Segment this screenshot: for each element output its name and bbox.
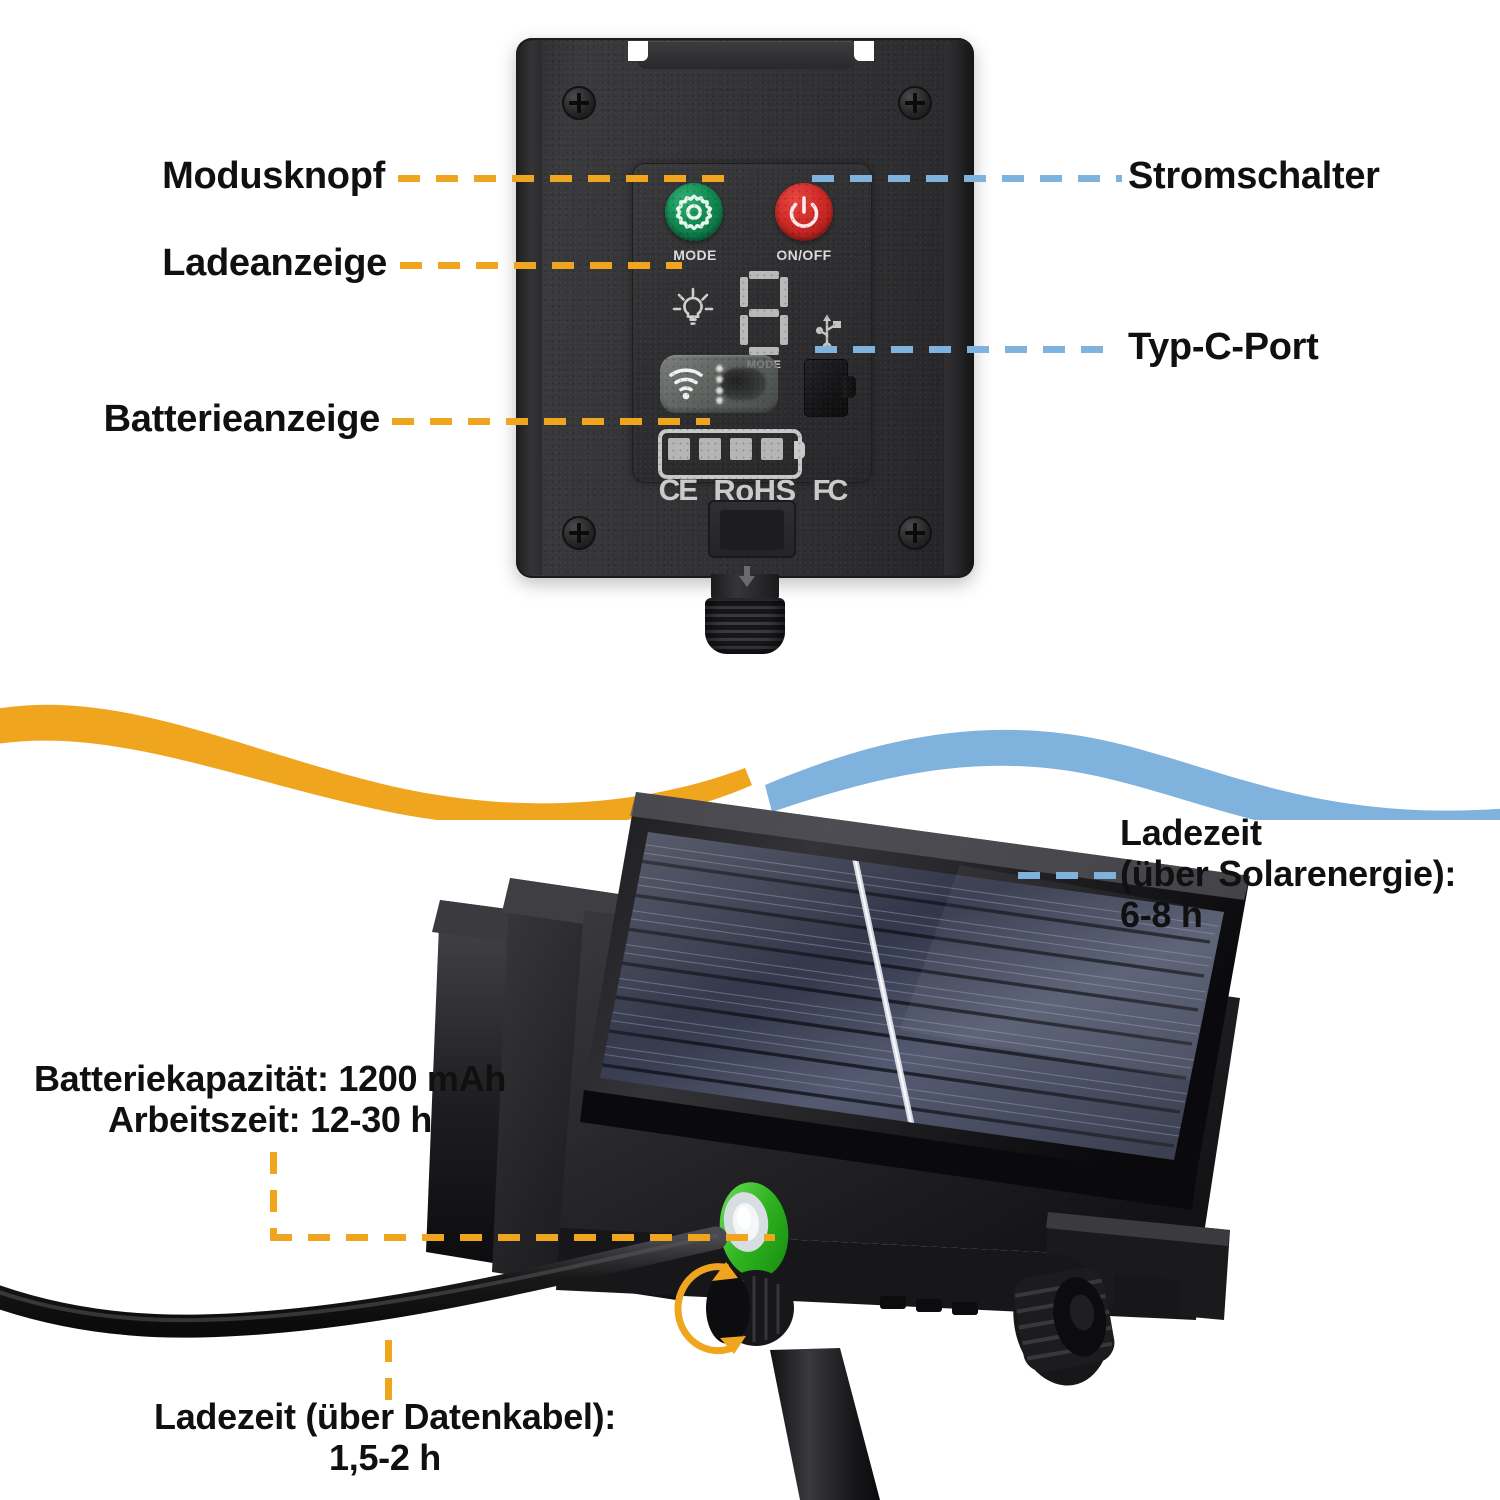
- leader-line-battery-capacity-vertical: [270, 1152, 277, 1240]
- power-cable: [0, 1226, 728, 1338]
- callout-mode-button: Modusknopf: [162, 155, 385, 197]
- type-c-port[interactable]: [804, 359, 856, 417]
- housing-bottom-panel: [708, 500, 796, 558]
- callout-battery-indicator: Batterieanzeige: [103, 398, 381, 440]
- callout-battery-capacity: Batteriekapazität: 1200 mAh Arbeitszeit:…: [33, 1058, 507, 1141]
- mode-button[interactable]: [665, 183, 723, 241]
- leader-line-type-c-port: [815, 346, 1113, 353]
- mounting-pole: [706, 1270, 880, 1500]
- photovoltaic-cells: [600, 832, 1224, 1160]
- power-icon: [789, 196, 819, 228]
- screw-top-left: [562, 86, 596, 120]
- wave-divider: [0, 704, 1500, 820]
- base-vent-slits: [880, 1296, 978, 1315]
- housing-top-rail: [638, 41, 854, 69]
- leader-line-battery-capacity-horizontal: [270, 1234, 775, 1241]
- controller-device: MODE ON/OFF: [510, 38, 980, 654]
- wifi-sensor-icon: [660, 355, 778, 413]
- callout-cable-charge-time: Ladezeit (über Datenkabel): 1,5-2 h: [154, 1396, 616, 1479]
- threaded-connector: [1013, 1254, 1115, 1386]
- leader-line-power-switch: [812, 175, 1122, 182]
- control-faceplate: MODE ON/OFF: [632, 163, 872, 508]
- battery-full-icon: [658, 429, 810, 479]
- callout-type-c-port: Typ-C-Port: [1128, 326, 1319, 368]
- screw-top-right: [898, 86, 932, 120]
- mode-seven-segment-display: [740, 271, 788, 355]
- callout-power-switch: Stromschalter: [1128, 155, 1380, 197]
- housing-notch-right: [854, 41, 874, 61]
- leader-line-charge-indicator: [400, 262, 682, 269]
- leader-line-cable-charge-time: [385, 1340, 392, 1402]
- screw-bottom-right: [898, 516, 932, 550]
- power-button[interactable]: [775, 183, 833, 241]
- screw-bottom-left: [562, 516, 596, 550]
- wave-blue: [765, 729, 1500, 820]
- leader-line-battery-indicator: [392, 418, 710, 425]
- power-button-caption: ON/OFF: [776, 247, 832, 263]
- housing-notch-left: [628, 41, 648, 61]
- wave-orange: [0, 704, 752, 820]
- leader-line-mode-button: [398, 175, 728, 182]
- housing-left-edge: [516, 41, 542, 575]
- housing-right-edge: [944, 41, 974, 575]
- ce-mark: CE: [658, 474, 699, 507]
- fcc-mark: FC: [812, 474, 849, 507]
- callout-charge-indicator: Ladeanzeige: [162, 242, 387, 284]
- callout-solar-charge-time: Ladezeit (über Solarenergie): 6-8 h: [1120, 812, 1457, 936]
- mode-button-caption: MODE: [673, 247, 717, 263]
- light-bulb-icon: [670, 285, 716, 331]
- gear-icon: [675, 194, 713, 231]
- cable-gland-connector: [705, 566, 785, 654]
- usb-icon: [812, 313, 842, 355]
- rotation-arrow-icon: [674, 1262, 746, 1355]
- leader-line-solar-charge-time: [1018, 872, 1116, 879]
